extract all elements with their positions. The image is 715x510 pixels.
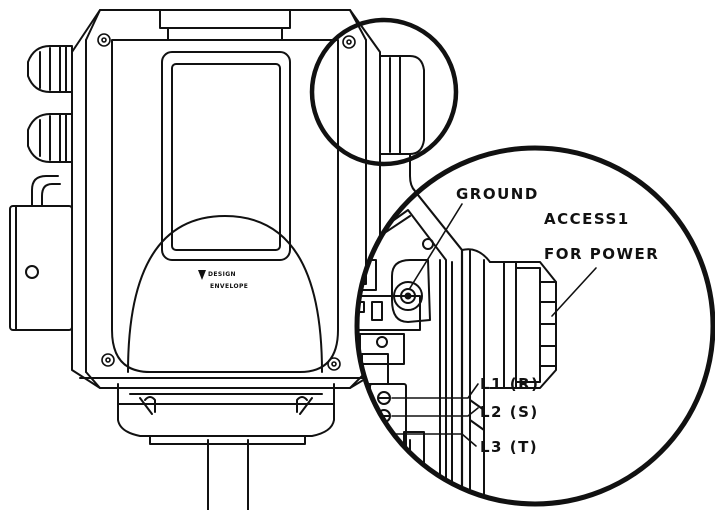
label-l2: L2 (S) (480, 403, 539, 421)
display-window (161, 51, 291, 261)
corner-screws (97, 33, 356, 371)
logo-line-2: ENVELOPE (210, 283, 248, 290)
callout-lines (391, 203, 597, 447)
drive-unit: DESIGN ENVELOPE (9, 9, 431, 510)
side-junction-box (9, 175, 73, 331)
enlarged-cable-gland (489, 261, 557, 389)
highlight-circle (309, 17, 459, 167)
ground-screw (391, 259, 431, 323)
base-adapter (117, 383, 335, 445)
zoom-detail (357, 148, 713, 504)
shaft (207, 439, 249, 510)
label-l3: L3 (T) (480, 438, 538, 456)
top-tab (159, 9, 291, 41)
housing-outline (71, 9, 381, 389)
label-l1: L1 (R) (480, 375, 539, 393)
right-cable-gland (379, 55, 431, 197)
label-access: ACCESS1 (544, 210, 630, 228)
front-cover (111, 39, 339, 373)
left-cable-gland-bottom (27, 113, 73, 163)
left-cable-gland-top (27, 45, 73, 93)
label-for-power: FOR POWER (544, 245, 659, 263)
logo-line-1: DESIGN (208, 271, 236, 278)
junction-box-screw (25, 265, 39, 279)
labels: GROUND ACCESS1 FOR POWER L1 (R) L2 (S) L… (456, 185, 659, 456)
brand-logo: DESIGN ENVELOPE (198, 270, 248, 290)
label-ground: GROUND (456, 185, 539, 203)
zoom-circle (354, 145, 715, 507)
